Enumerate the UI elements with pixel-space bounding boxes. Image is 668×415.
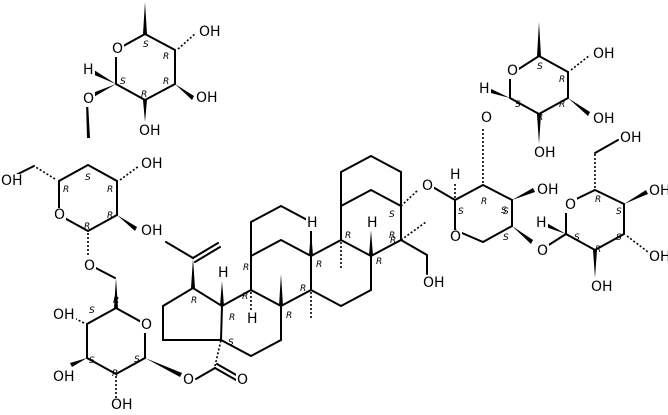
stereo-descriptor: S: [85, 173, 91, 183]
atom-label: H: [246, 311, 259, 327]
atom-label: OH: [422, 275, 446, 291]
atom-label: O: [53, 207, 67, 223]
stereo-descriptor: R: [107, 185, 114, 195]
atom-label: OH: [198, 24, 222, 40]
stereo-descriptor: R: [113, 296, 120, 306]
atom-label: OH: [140, 156, 164, 172]
stereo-descriptor: R: [316, 260, 323, 270]
stereo-descriptor: S: [120, 77, 126, 87]
glucose-middle-left: [13, 164, 140, 279]
atom-label: OH: [536, 182, 560, 198]
atom-label: H: [478, 81, 491, 97]
glucose-right: [543, 139, 649, 278]
atom-label: H: [366, 215, 379, 231]
stereo-descriptor: R: [390, 236, 397, 246]
atom-label: OH: [648, 184, 668, 199]
atom-label: OH: [590, 279, 614, 295]
stereo-descriptor: S: [503, 233, 509, 243]
atom-label: OH: [592, 46, 616, 62]
stereo-descriptor: R: [84, 222, 91, 232]
atom-label: O: [480, 110, 494, 126]
atom-label: OH: [533, 145, 557, 161]
atom-label: O: [564, 197, 578, 213]
atom-label: OH: [52, 369, 76, 385]
stereo-descriptor: R: [300, 284, 307, 294]
stereo-descriptor: S: [458, 207, 464, 217]
stereo-descriptor: S: [537, 62, 543, 72]
stereo-descriptor: S: [515, 100, 521, 110]
atom-label: H: [217, 265, 230, 281]
atom-label: O: [421, 178, 435, 194]
stereo-descriptor: R: [163, 77, 170, 87]
pentose-ring: [430, 128, 535, 244]
rhamnose-top-right: [486, 22, 591, 144]
lupane-core: [162, 154, 428, 381]
stereo-descriptor: S: [574, 233, 580, 243]
stereo-descriptor: R: [242, 292, 249, 302]
stereo-descriptor: S: [616, 207, 622, 217]
atom-label: OH: [0, 173, 24, 189]
stereo-descriptor: R: [559, 100, 566, 110]
stereo-descriptor: S: [389, 210, 395, 220]
glucose-bottom-left: [65, 278, 182, 398]
stereo-descriptor: R: [191, 296, 198, 306]
atom-label: O: [536, 243, 550, 259]
stereo-descriptor: R: [595, 195, 602, 205]
stereo-descriptor: R: [286, 311, 293, 321]
atom-label: H: [449, 167, 462, 183]
stereo-descriptor: R: [112, 369, 119, 379]
atom-label: OH: [52, 307, 76, 323]
stereo-descriptor: R: [559, 75, 566, 85]
atom-label: OH: [140, 223, 164, 239]
atom-label: O: [182, 372, 196, 388]
rhamnose-top-left: [86, 2, 197, 138]
atom-label: O: [82, 91, 96, 107]
stereo-descriptor: S: [89, 356, 95, 366]
stereo-descriptor: R: [107, 211, 114, 221]
stereo-descriptor: S: [228, 338, 234, 348]
stereo-descriptor: R: [376, 257, 383, 267]
stereo-descriptor: R: [63, 185, 70, 195]
atom-label: OH: [592, 111, 616, 127]
atom-label: H: [82, 62, 95, 78]
stereo-descriptor: S: [134, 355, 140, 365]
atom-label: O: [236, 372, 250, 388]
stereo-descriptor: R: [595, 245, 602, 255]
stereo-descriptor: S: [501, 206, 507, 216]
stereo-descriptor: R: [163, 52, 170, 62]
atom-label: OH: [110, 397, 134, 413]
stereo-descriptor: R: [389, 231, 396, 241]
stereo-descriptor: R: [481, 197, 488, 207]
stereo-descriptor: R: [537, 113, 544, 123]
stereo-descriptor: R: [243, 263, 250, 273]
atom-label: O: [449, 229, 463, 245]
stereo-descriptor: R: [345, 231, 352, 241]
atom-label: O: [140, 317, 154, 333]
stereo-descriptor: R: [141, 90, 148, 100]
stereo-descriptor: R: [229, 313, 236, 323]
atom-label: H: [306, 215, 319, 231]
atom-label: H: [535, 215, 548, 231]
atom-label: O: [506, 63, 520, 79]
atom-label: OH: [138, 123, 162, 139]
atom-label: OH: [648, 250, 668, 265]
stereo-descriptor: S: [503, 207, 509, 217]
stereo-descriptor: S: [89, 306, 95, 316]
stereo-descriptor: S: [616, 233, 622, 243]
stereo-descriptor: S: [143, 40, 149, 50]
atom-label: OH: [195, 90, 219, 106]
atom-label: O: [83, 258, 97, 274]
atom-label: OH: [619, 130, 643, 146]
atom-label: O: [111, 41, 125, 57]
